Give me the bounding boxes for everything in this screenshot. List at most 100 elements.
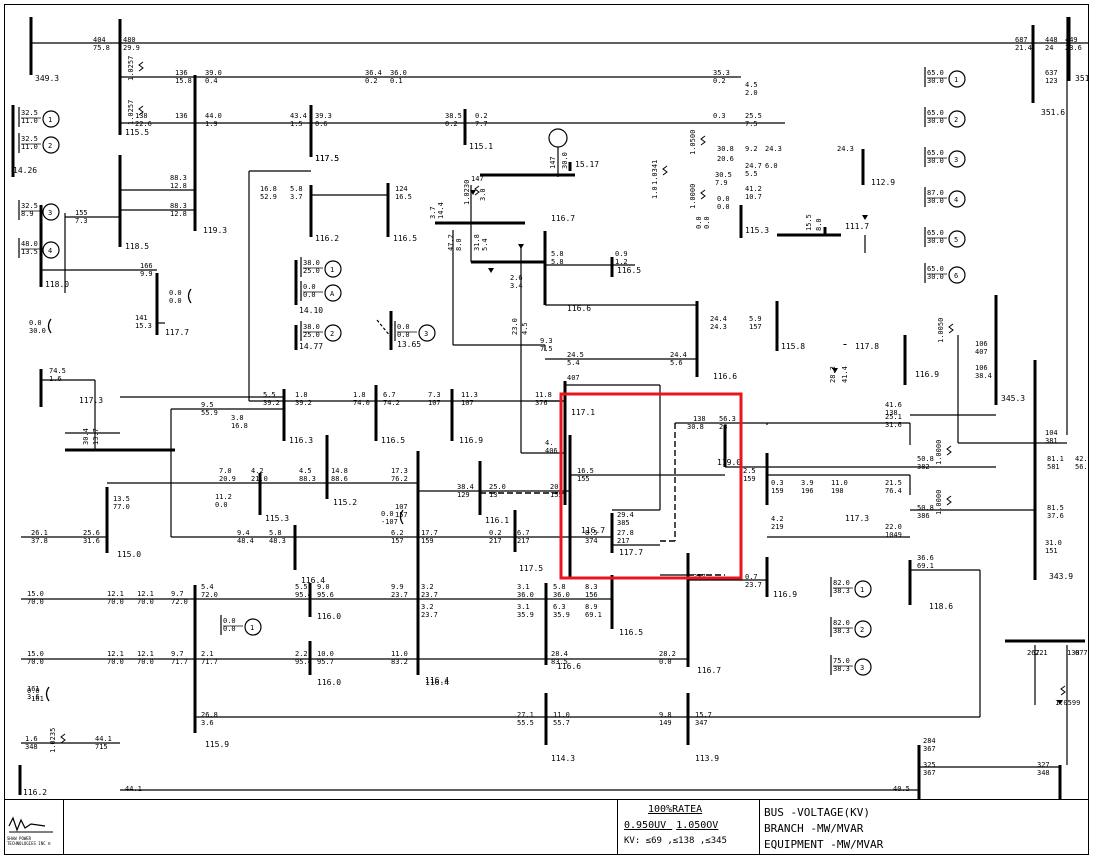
flow-value: 386 bbox=[917, 512, 930, 520]
shunt-icon bbox=[399, 509, 404, 525]
flow-value: 0.9 bbox=[615, 250, 628, 258]
flow-value: 161 bbox=[27, 685, 40, 693]
flow-value: 2.5 bbox=[743, 467, 756, 475]
flow-value: 69.1 bbox=[917, 562, 934, 570]
flow-value: 24.3 bbox=[837, 145, 854, 153]
flow-value: 28.2 bbox=[659, 650, 676, 658]
flow-value: 136 bbox=[175, 112, 188, 120]
flow-value: 141 bbox=[135, 314, 148, 322]
load-value: 14.4 bbox=[437, 202, 445, 219]
flow-value: 15.0 bbox=[27, 650, 44, 658]
bus-voltage-label: 117.1 bbox=[571, 408, 595, 417]
shunt-value: -161 bbox=[27, 695, 44, 703]
generator-id: 1 bbox=[48, 116, 52, 124]
generator-icon bbox=[324, 324, 342, 342]
load-value: 147 bbox=[549, 156, 557, 169]
load-value: 8.0 bbox=[815, 218, 823, 231]
flow-value: 404 bbox=[93, 36, 106, 44]
flow-value: 1.6 bbox=[25, 735, 38, 743]
generator-mvar: 38.3 bbox=[833, 587, 850, 595]
flow-value: 23.7 bbox=[745, 581, 762, 589]
flow-value: 88.3 bbox=[299, 475, 316, 483]
bus-voltage-label: 116.4 bbox=[301, 576, 325, 585]
flow-value: 0.0 bbox=[717, 203, 730, 211]
flow-value: 6.7 bbox=[517, 529, 530, 537]
company-logo: SHAW POWER TECHNOLOGIES INC ® bbox=[5, 800, 64, 854]
flow-value: 5.9 bbox=[749, 315, 762, 323]
transformer-ratio: 1.0230 bbox=[463, 180, 471, 205]
flow-value: 37.6 bbox=[1047, 512, 1064, 520]
flow-value: 0.7 bbox=[745, 573, 758, 581]
flow-value: 11.0 bbox=[391, 650, 408, 658]
flow-value: 6.0 bbox=[765, 162, 778, 170]
flow-value: 36.6 bbox=[917, 554, 934, 562]
flow-value: 7.9 bbox=[715, 179, 728, 187]
bus-voltage-label: 111.7 bbox=[845, 222, 869, 231]
flow-value: 88.3 bbox=[170, 202, 187, 210]
load-value: 5.4 bbox=[481, 238, 489, 251]
flow-value: 2.0 bbox=[745, 89, 758, 97]
flow-value: 157 bbox=[391, 537, 404, 545]
bus-voltage-label: 116.9 bbox=[459, 436, 483, 445]
highlight-box bbox=[559, 392, 743, 580]
flow-value: 327 bbox=[1037, 761, 1050, 769]
units-box: BUS -VOLTAGE(KV) BRANCH -MW/MVAR EQUIPME… bbox=[759, 800, 1088, 854]
flow-value: 55.9 bbox=[201, 409, 218, 417]
flow-value: 26.8 bbox=[201, 711, 218, 719]
flow-value: 14.8 bbox=[331, 467, 348, 475]
flow-value: 27.8 bbox=[617, 529, 634, 537]
flow-value: 480 bbox=[123, 36, 136, 44]
equipment-units: EQUIPMENT -MW/MVAR bbox=[764, 838, 884, 851]
flow-value: 0.3 bbox=[713, 112, 726, 120]
flow-value: 077 bbox=[1075, 649, 1088, 657]
flow-value: 38.5 bbox=[445, 112, 462, 120]
transformer-ratio: 1.0599 bbox=[1055, 699, 1080, 707]
flow-value: 159 bbox=[771, 487, 784, 495]
flow-value: 0.2 bbox=[713, 77, 726, 85]
flow-value: 11.0 bbox=[553, 711, 570, 719]
generator-mvar: 0.0 bbox=[223, 625, 236, 633]
flow-value: 687 bbox=[1015, 36, 1028, 44]
flow-value: 581 bbox=[1047, 463, 1060, 471]
load-value: 41.4 bbox=[841, 366, 849, 383]
flow-value: 30.8 bbox=[717, 145, 734, 153]
flow-value: 8.3 bbox=[585, 583, 598, 591]
generator-icon bbox=[42, 203, 60, 221]
legend-panel: SHAW POWER TECHNOLOGIES INC ® 100%RATEA … bbox=[5, 799, 1088, 854]
bus-voltage-label: 119.0 bbox=[717, 458, 741, 467]
shunt-value: 0.0 bbox=[381, 510, 394, 518]
generator-icon bbox=[418, 324, 436, 342]
flow-value: 196 bbox=[801, 487, 814, 495]
flow-value: 715 bbox=[95, 743, 108, 751]
flow-value: 55.5 bbox=[517, 719, 534, 727]
transformer-ratio: 1.0050 bbox=[937, 318, 945, 343]
flow-value: 81.5 bbox=[1047, 504, 1064, 512]
flow-value: 22.0 bbox=[885, 523, 902, 531]
flow-value: 6.7 bbox=[383, 391, 396, 399]
transformer-icon bbox=[60, 733, 66, 744]
flow-value: 3.1 bbox=[517, 583, 530, 591]
generator-id: 1 bbox=[954, 76, 958, 84]
flow-value: 5.4 bbox=[567, 359, 580, 367]
flow-value: 107 bbox=[428, 399, 441, 407]
bus-voltage-label: 118.6 bbox=[929, 602, 953, 611]
load-value: 47.2 bbox=[447, 234, 455, 251]
flow-value: 21.4 bbox=[1015, 44, 1032, 52]
flow-value: 106 bbox=[975, 340, 988, 348]
flow-value: 1.8 bbox=[295, 391, 308, 399]
flow-value: 30.5 bbox=[715, 171, 732, 179]
bus-voltage-label: 117.5 bbox=[519, 564, 543, 573]
bus-voltage-label: 116.6 bbox=[713, 372, 737, 381]
ov-limit: 1.050OV bbox=[676, 820, 719, 831]
one-line-diagram: 349.3119.3117.5117.5115.114.26118.5116.2… bbox=[11, 17, 1088, 800]
bus-voltage-label: 116.6 bbox=[567, 304, 591, 313]
flow-value: 17.7 bbox=[421, 529, 438, 537]
flow-value: 35.9 bbox=[553, 611, 570, 619]
bus-voltage-label: 15.17 bbox=[575, 160, 599, 169]
generator-mw: 0.0 bbox=[303, 283, 316, 291]
flow-value: 367 bbox=[923, 745, 936, 753]
flow-value: 217 bbox=[517, 537, 530, 545]
transformer-icon bbox=[138, 105, 144, 116]
generator-icon bbox=[42, 241, 60, 259]
